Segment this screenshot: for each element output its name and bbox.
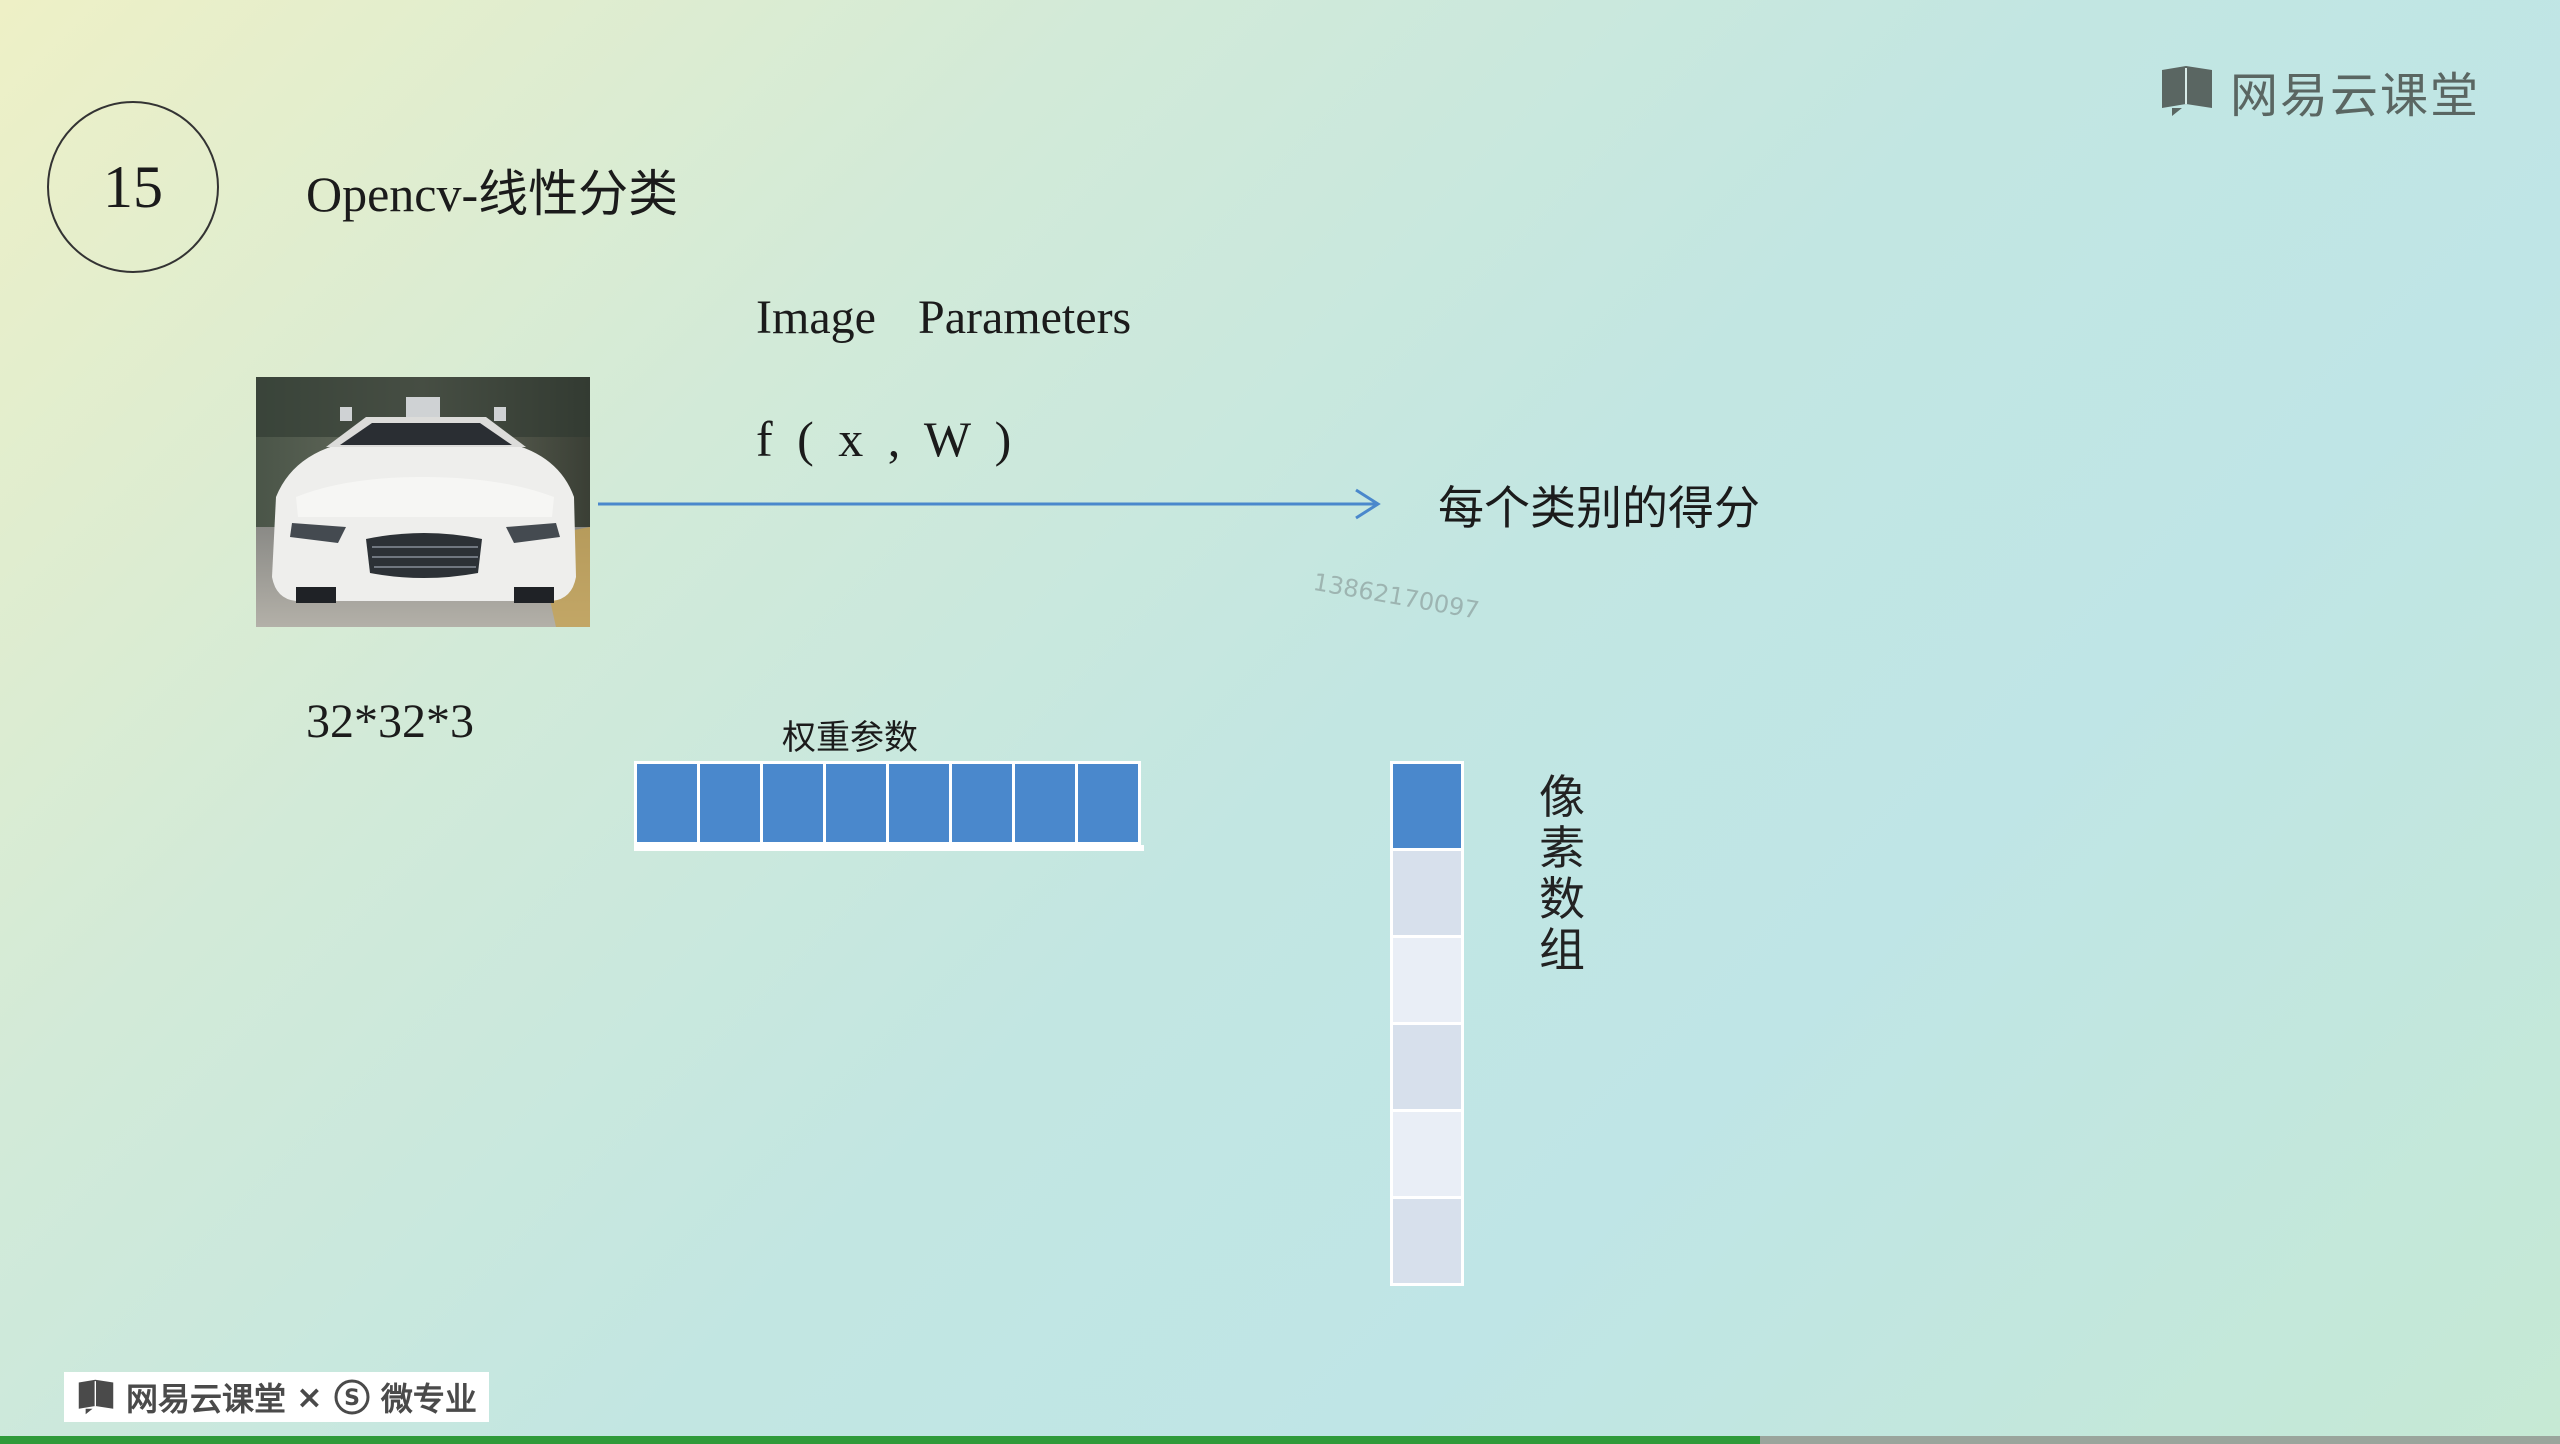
pixel-array [1390, 761, 1464, 1286]
formula: f ( x , W ) [756, 411, 1018, 467]
pixel-cell [1393, 938, 1461, 1022]
book-icon [78, 1379, 114, 1415]
watermark: 13862170097 [1311, 568, 1482, 625]
weight-cell [889, 764, 949, 842]
weight-cell [700, 764, 760, 842]
weight-cell [1015, 764, 1075, 842]
arrow [598, 488, 1381, 520]
car-photo [256, 377, 590, 627]
weight-vector-base [634, 845, 1144, 851]
class-score-label: 每个类别的得分 [1438, 481, 1760, 535]
svg-text:S: S [344, 1386, 360, 1411]
progress-bar-track [1760, 1436, 2560, 1444]
pixel-cell [1393, 851, 1461, 935]
weight-vector [634, 761, 1141, 845]
weight-cell [763, 764, 823, 842]
pixel-cell [1393, 1199, 1461, 1283]
brand-name: 网易云课堂 [2230, 68, 2481, 124]
slide-number-circle: 15 [47, 101, 219, 273]
parameters-label: Parameters [918, 291, 1132, 344]
pixel-cell [1393, 764, 1461, 848]
image-label: Image [756, 291, 876, 344]
weight-cell [826, 764, 886, 842]
footer-separator: × [296, 1378, 323, 1416]
pixel-array-label: 像素数组 [1539, 770, 1585, 977]
slide-number: 15 [103, 153, 163, 220]
weight-cell [952, 764, 1012, 842]
footer-badge: 网易云课堂 × S 微专业 [64, 1372, 489, 1422]
image-dimensions-label: 32*32*3 [306, 695, 474, 748]
weight-cell [1078, 764, 1138, 842]
footer-brand: 网易云课堂 [126, 1380, 287, 1418]
weight-cell [637, 764, 697, 842]
weights-label: 权重参数 [782, 718, 918, 758]
brand-logo: 网易云课堂 [2158, 56, 2480, 126]
pixel-cell [1393, 1025, 1461, 1109]
slide-title: Opencv-线性分类 [306, 166, 679, 222]
pixel-cell [1393, 1112, 1461, 1196]
footer-partner: 微专业 [380, 1380, 477, 1418]
book-icon [2162, 66, 2212, 116]
progress-bar[interactable] [0, 1436, 2560, 1444]
s-circle-icon: S [334, 1379, 370, 1415]
